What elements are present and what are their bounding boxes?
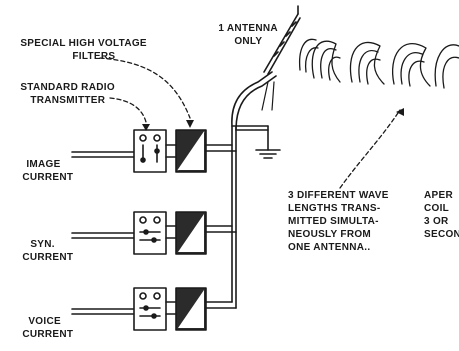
ground-icon [255, 125, 281, 159]
antenna-icon [261, 5, 301, 111]
syn-current-wire [71, 232, 135, 239]
syn-current-label: SYN. [18, 228, 55, 261]
standard-transmitter-label-2: TRANSMITTER [18, 84, 105, 117]
image-current-label: IMAGE [14, 148, 61, 181]
standard-transmitter-line1: STANDARD RADIO [20, 82, 115, 93]
transmitter-icon [133, 211, 167, 255]
filter-icon [175, 211, 207, 255]
wave-note-line2: LENGTHS TRANS- [288, 203, 381, 214]
special-filters-line2: FILTERS [72, 51, 116, 62]
syn-current-line2: CURRENT [22, 252, 74, 263]
filter-icon [175, 287, 207, 331]
special-filters-label: SPECIAL HIGH VOLTAGE [8, 27, 147, 60]
diagram-artwork [71, 5, 459, 331]
radio-transmission-diagram: SPECIAL HIGH VOLTAGE FILTERS STANDARD RA… [8, 5, 459, 340]
voice-current-line1: VOICE [28, 316, 61, 327]
antenna-line2: ONLY [234, 36, 263, 47]
cutoff-line4: SECON [424, 229, 459, 240]
voice-current-line2: CURRENT [22, 329, 74, 340]
antenna-label: 1 ANTENNA [206, 12, 278, 45]
wave-note-line1: 3 DIFFERENT WAVE [288, 190, 389, 201]
antenna-line1: 1 ANTENNA [218, 23, 278, 34]
transmitter-icon [133, 287, 167, 331]
syn-current-line1: SYN. [30, 239, 55, 250]
voice-current-label-2: CURRENT [10, 318, 73, 351]
cutoff-line2: COIL [424, 203, 450, 214]
filter-icon [175, 129, 207, 173]
voice-current-label: VOICE [16, 305, 61, 338]
syn-current-label-2: CURRENT [10, 241, 73, 274]
cutoff-line3: 3 OR [424, 216, 449, 227]
image-current-line2: CURRENT [22, 172, 74, 183]
standard-transmitter-line2: TRANSMITTER [30, 95, 106, 106]
antenna-label-2: ONLY [222, 25, 262, 58]
standard-transmitter-label: STANDARD RADIO [8, 71, 115, 104]
wave-note-line5: ONE ANTENNA.. [288, 242, 371, 253]
transmitter-icon [133, 129, 167, 173]
special-filters-line1: SPECIAL HIGH VOLTAGE [20, 38, 147, 49]
radio-wave-icon [298, 38, 459, 89]
wave-note-line3: MITTED SIMULTA- [288, 216, 379, 227]
image-current-wire [71, 151, 135, 158]
image-current-label-2: CURRENT [10, 161, 73, 194]
image-current-line1: IMAGE [26, 159, 61, 170]
voice-current-wire [71, 308, 135, 315]
cutoff-line1: APER [424, 190, 453, 201]
wave-note-line4: NEOUSLY FROM [288, 229, 372, 240]
special-filters-label-2: FILTERS [60, 40, 115, 73]
